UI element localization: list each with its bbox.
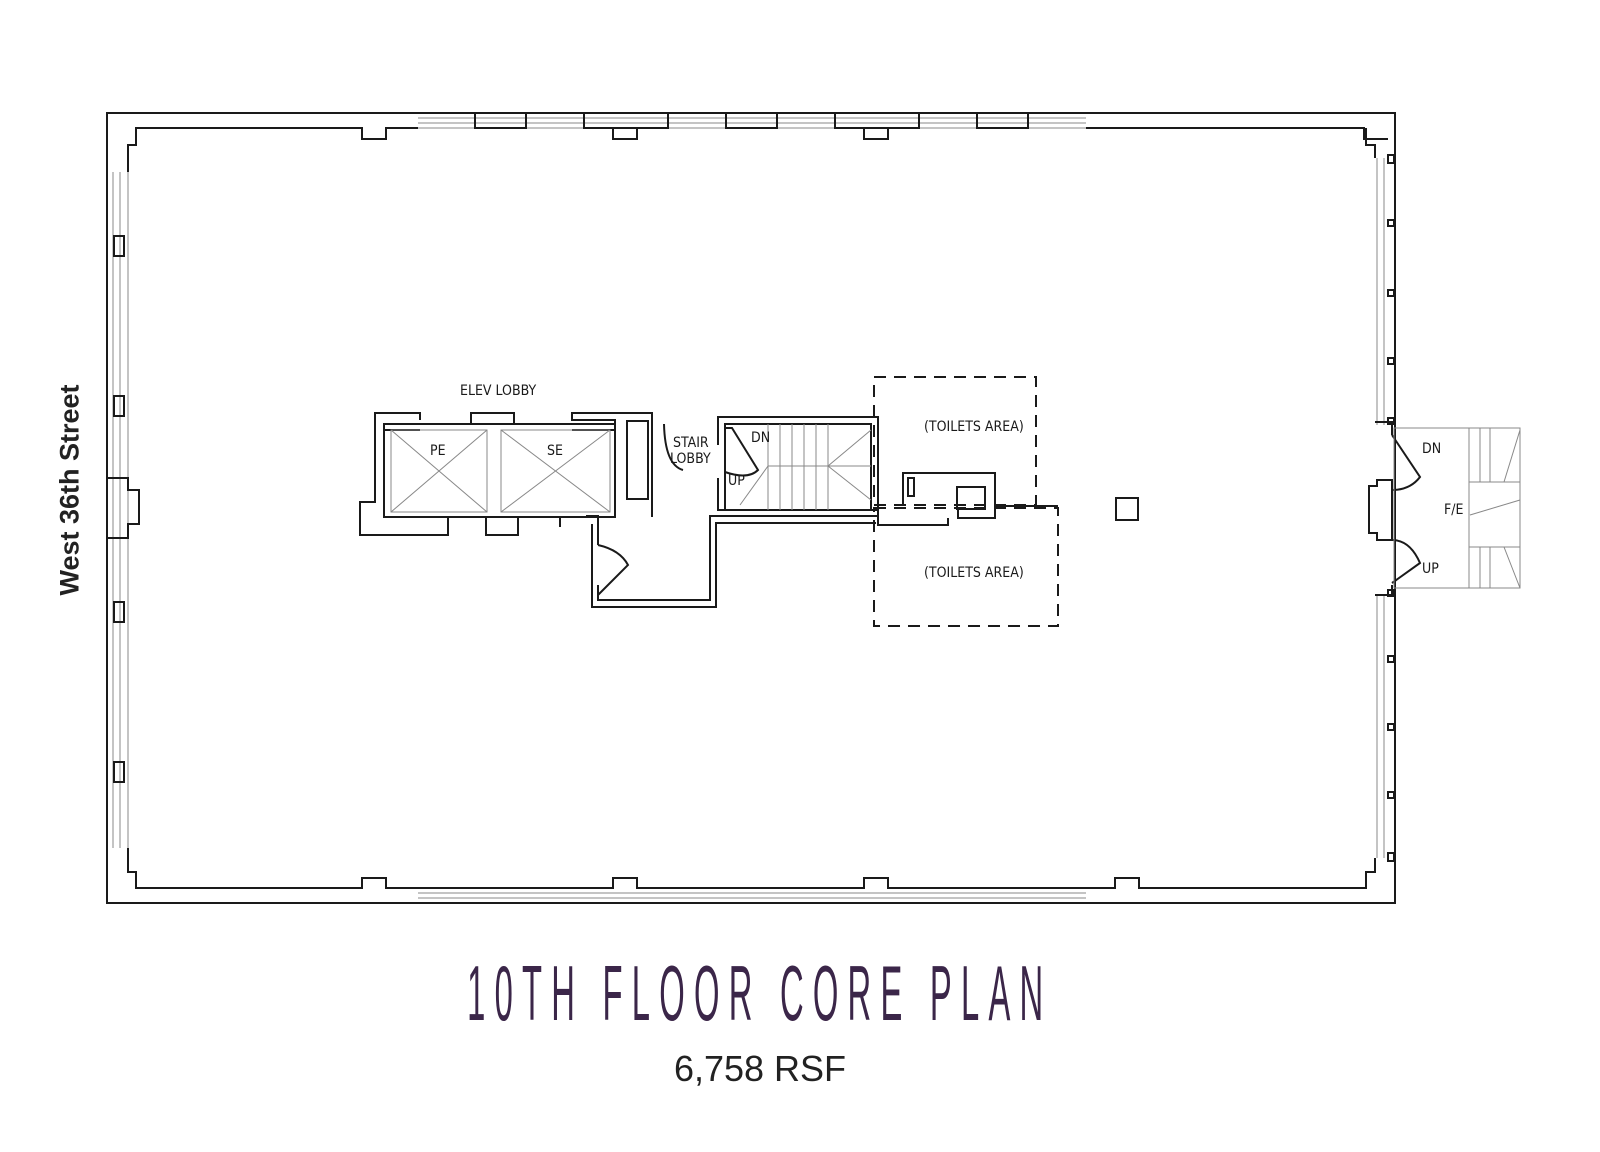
plan-title-text: 10TH FLOOR CORE PLAN xyxy=(467,949,1053,1037)
stair-lobby-label-2: LOBBY xyxy=(670,451,711,467)
fe-label: F/E xyxy=(1444,502,1463,518)
elev-lobby-label: ELEV LOBBY xyxy=(460,383,536,399)
stair xyxy=(717,416,879,511)
corridor-wall xyxy=(586,515,878,608)
left-windows xyxy=(107,172,140,848)
toilet-shaft xyxy=(877,472,1058,526)
toilets-area-top xyxy=(873,376,1037,506)
top-windows xyxy=(418,112,1086,140)
stair-lobby-label: STAIR xyxy=(673,435,709,451)
toilets-top-label: (TOILETS AREA) xyxy=(924,419,1024,435)
elevator-core xyxy=(359,412,684,536)
stair-dn-label: DN xyxy=(751,430,770,446)
area-label: 6,758 RSF xyxy=(673,1048,847,1089)
plan-title: 10TH FLOOR CORE PLAN xyxy=(0,948,1520,1039)
fe-up-label: UP xyxy=(1422,561,1439,577)
fe-dn-label: DN xyxy=(1422,441,1441,457)
fire-escape xyxy=(1368,421,1521,596)
inner-wall xyxy=(127,127,1388,889)
pe-label: PE xyxy=(430,443,446,459)
stair-up-label: UP xyxy=(728,473,745,489)
shaft xyxy=(956,486,986,510)
bottom-windows xyxy=(418,892,1086,899)
toilets-bottom-label: (TOILETS AREA) xyxy=(924,565,1024,581)
se-label: SE xyxy=(547,443,563,459)
right-windows xyxy=(1376,154,1395,862)
street-label: West 36th Street xyxy=(54,384,85,596)
door-swing xyxy=(597,544,630,596)
pipe xyxy=(907,477,915,497)
outer-wall xyxy=(106,112,1396,904)
column xyxy=(1115,497,1139,521)
